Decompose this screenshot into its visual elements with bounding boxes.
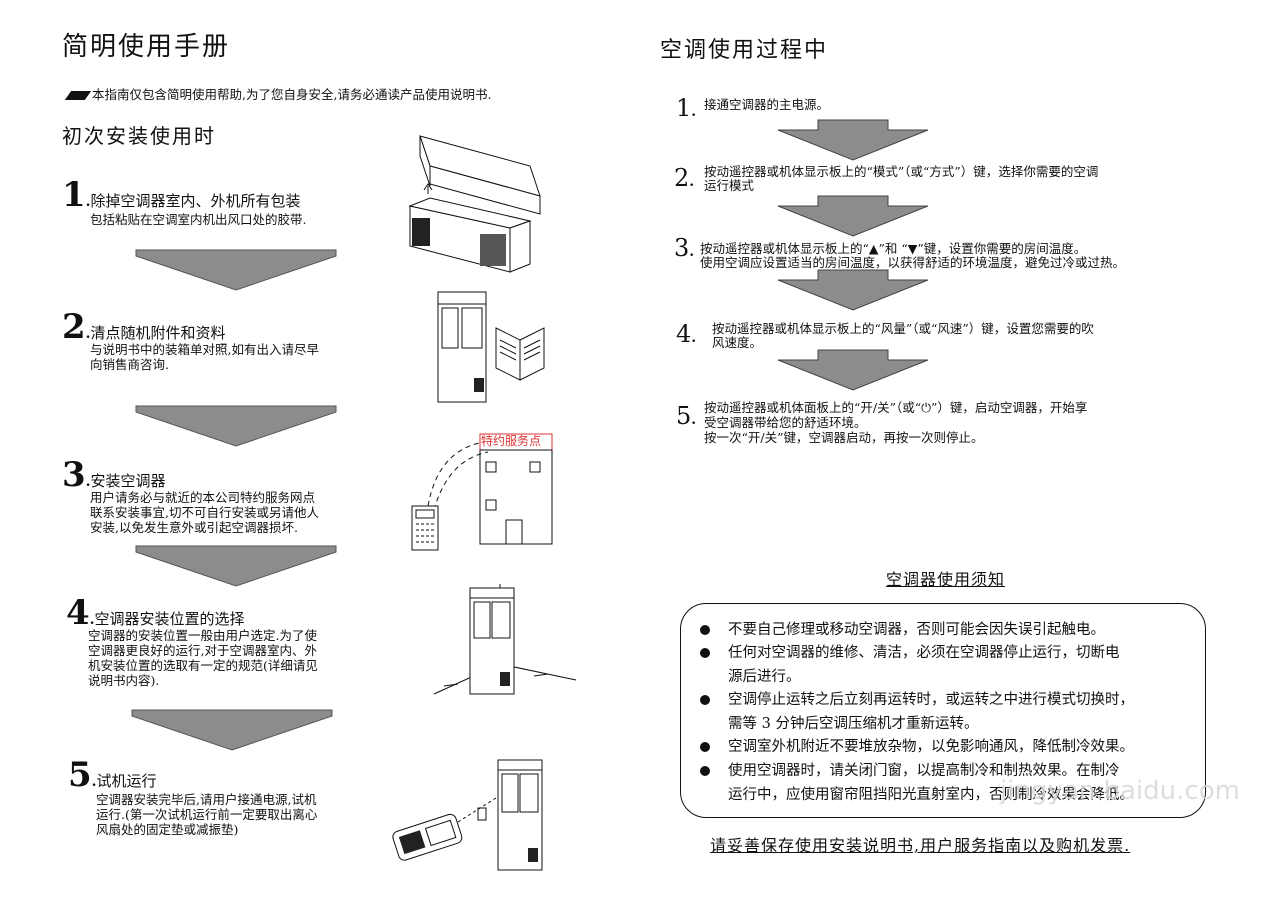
test-run-illustration (392, 759, 543, 871)
usage-step-4-text: 按动遥控器或机体显示板上的“风量”（或“风速”）键，设置您需要的吹 风速度。 (712, 322, 1094, 350)
notice-line: 使用空调器时，请关闭门窗，以提高制冷和制热效果。在制冷 (728, 763, 1120, 779)
step-line: 按一次“开/关”键，空调器启动，再按一次则停止。 (704, 430, 984, 445)
bullet-icon (700, 742, 710, 752)
notice-line: 空调室外机附近不要堆放杂物，以免影响通风，降低制冷效果。 (728, 739, 1134, 755)
step-number: 5 (676, 402, 692, 430)
usage-step-1-text: 接通空调器的主电源。 (704, 98, 829, 112)
install-step-4-body: 空调器的安装位置一般由用户选定.为了使 空调器更良好的运行,对于空调器室内、外 … (88, 628, 318, 688)
bullet-icon (700, 625, 710, 635)
accessories-illustration (437, 291, 545, 403)
packaging-illustration (408, 135, 541, 273)
install-step-5-body: 空调器安装完毕后,请用户接通电源,试机 运行.(第一次试机运行前一定要取出离心 … (96, 792, 317, 837)
usage-step-5: 5. (676, 402, 697, 430)
step-title: 安装空调器 (90, 472, 166, 490)
install-step-1: 1.除掉空调器室内、外机所有包装 (62, 175, 301, 215)
placement-illustration (433, 584, 577, 695)
step-line: 联系安装事宜,切不可自行安装或另请他人 (90, 505, 319, 520)
step-number: 2 (62, 307, 86, 347)
install-step-3-body: 用户请务必与就近的本公司特约服务网点 联系安装事宜,切不可自行安装或另请他人 安… (90, 490, 319, 535)
step-line: 机安装位置的选取有一定的规范(详细请见 (88, 658, 318, 673)
install-step-1-body: 包括粘贴在空调室内机出风口处的胶带. (90, 212, 306, 227)
notice-title: 空调器使用须知 (886, 570, 1006, 589)
step-line: 接通空调器的主电源。 (704, 97, 830, 112)
step-number: 1 (62, 175, 86, 215)
step-line: 空调器安装完毕后,请用户接通电源,试机 (96, 792, 317, 807)
notice-line: 空调停止运转之后立刻再运转时，或运转之中进行模式切换时， (728, 692, 1134, 708)
down-arrow-icon (777, 269, 929, 311)
notice-line: 运行中，应使用窗帘阻挡阳光直射室内，否则制冷效果会降低。 (728, 787, 1134, 803)
step-number: 1 (676, 94, 692, 122)
bullet-icon (700, 766, 710, 776)
step-number: 2 (674, 164, 690, 192)
step-line: 受空调器带给您的舒适环境。 (704, 415, 867, 430)
bullet-icon (700, 648, 710, 658)
usage-step-2-text: 按动遥控器或机体显示板上的“模式”（或“方式”）键，选择你需要的空调 运行模式 (704, 165, 1098, 193)
install-step-5: 5.试机运行 (68, 755, 157, 795)
section-title-install: 初次安装使用时 (62, 124, 216, 148)
step-line: 空调器的安装位置一般由用户选定.为了使 (88, 628, 317, 643)
down-arrow-icon (135, 545, 337, 587)
step-number: 4 (676, 320, 692, 348)
notice-line: 需等 3 分钟后空调压缩机才重新运转。 (728, 716, 979, 732)
down-arrow-icon (135, 405, 337, 447)
down-arrow-icon (777, 195, 929, 237)
page-title-left: 简明使用手册 (62, 32, 231, 62)
down-arrow-icon (131, 709, 333, 751)
down-arrow-icon (777, 119, 929, 161)
usage-step-1: 1. (676, 94, 697, 122)
step-line: 按动遥控器或机体显示板上的“▲”和 “▼”键，设置你需要的房间温度。 (700, 241, 1087, 256)
usage-step-4: 4. (676, 320, 697, 348)
install-step-2: 2.清点随机附件和资料 (62, 307, 226, 347)
step-line: 向销售商咨询. (90, 357, 169, 372)
notice-box (680, 603, 1206, 818)
step-number: 5 (68, 755, 92, 795)
usage-step-2: 2. (674, 164, 695, 192)
service-sign: 特约服务点 (481, 434, 542, 448)
down-arrow-icon (777, 349, 929, 391)
footer-note: 请妥善保存使用安装说明书,用户服务指南以及购机发票. (710, 836, 1131, 855)
step-line: 运行模式 (704, 178, 755, 193)
watermark: jingyan.baidu.com (1000, 776, 1240, 806)
step-line: 风扇处的固定垫或减振垫) (96, 822, 239, 837)
step-line: 按动遥控器或机体显示板上的“模式”（或“方式”）键，选择你需要的空调 (704, 164, 1099, 179)
step-number: 4 (66, 593, 90, 633)
usage-step-3-text: 按动遥控器或机体显示板上的“▲”和 “▼”键，设置你需要的房间温度。 使用空调应… (700, 242, 1125, 270)
step-line: 运行.(第一次试机运行前一定要取出离心 (96, 807, 318, 822)
intro-note: 本指南仅包含简明使用帮助,为了您自身安全,请务必通读产品使用说明书. (64, 84, 492, 103)
step-line: 使用空调应设置适当的房间温度，以获得舒适的环境温度，避免过冷或过热。 (700, 255, 1126, 270)
step-title: 清点随机附件和资料 (90, 324, 226, 342)
page-title-right: 空调使用过程中 (660, 38, 829, 63)
service-point-illustration (411, 433, 553, 551)
usage-step-5-text: 按动遥控器或机体面板上的“开/关”（或“⏻”）键，启动空调器，开始享 受空调器带… (704, 400, 1087, 445)
step-line: 安装,以免发生意外或引起空调器损坏. (90, 520, 298, 535)
marker-icon (64, 91, 92, 100)
intro-text: 本指南仅包含简明使用帮助,为了您自身安全,请务必通读产品使用说明书. (92, 87, 492, 102)
step-line: 按动遥控器或机体面板上的“开/关”（或“⏻”）键，启动空调器，开始享 (704, 400, 1088, 415)
install-step-3: 3.安装空调器 (62, 455, 166, 495)
step-line: 空调器更良好的运行,对于空调器室内、外 (88, 643, 317, 658)
step-title: 空调器安装位置的选择 (94, 610, 245, 628)
bullet-icon (700, 695, 710, 705)
step-number: 3 (674, 234, 690, 262)
usage-step-3: 3. (674, 234, 695, 262)
step-line: 与说明书中的装箱单对照,如有出入请尽早 (90, 342, 319, 357)
step-title: 试机运行 (96, 772, 157, 790)
step-line: 按动遥控器或机体显示板上的“风量”（或“风速”）键，设置您需要的吹 (712, 321, 1094, 336)
install-step-4: 4.空调器安装位置的选择 (66, 593, 245, 633)
step-line: 说明书内容). (88, 673, 160, 688)
notice-line: 源后进行。 (728, 669, 801, 685)
step-title: 除掉空调器室内、外机所有包装 (90, 192, 301, 210)
step-line: 风速度。 (712, 335, 763, 350)
step-line: 包括粘贴在空调室内机出风口处的胶带. (90, 212, 307, 227)
step-number: 3 (62, 455, 86, 495)
step-line: 用户请务必与就近的本公司特约服务网点 (90, 490, 316, 505)
down-arrow-icon (135, 249, 337, 291)
notice-line: 不要自己修理或移动空调器，否则可能会因失误引起触电。 (728, 622, 1105, 638)
notice-line: 任何对空调器的维修、清洁，必须在空调器停止运行，切断电 (728, 645, 1120, 661)
install-step-2-body: 与说明书中的装箱单对照,如有出入请尽早 向销售商咨询. (90, 342, 319, 372)
